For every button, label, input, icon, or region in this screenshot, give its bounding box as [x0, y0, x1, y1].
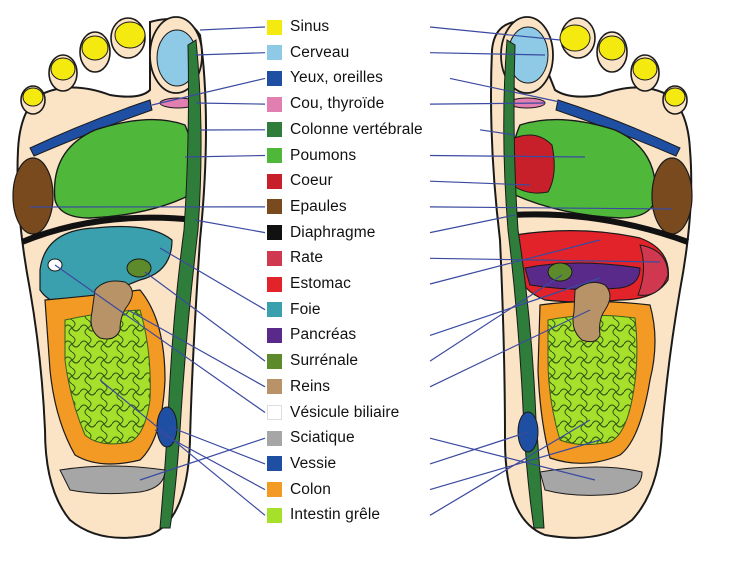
legend-item: Colon [267, 480, 331, 500]
legend-label: Intestin grêle [290, 506, 380, 524]
legend-item: Pancréas [267, 325, 356, 345]
legend-swatch [267, 199, 282, 214]
legend-swatch [267, 71, 282, 86]
legend-item: Cerveau [267, 43, 349, 63]
legend-swatch [267, 328, 282, 343]
legend-swatch [267, 405, 282, 420]
legend-swatch [267, 251, 282, 266]
legend-swatch [267, 379, 282, 394]
legend-label: Pancréas [290, 326, 356, 344]
legend-label: Vésicule biliaire [290, 404, 399, 422]
legend-item: Sinus [267, 17, 329, 37]
legend-label: Foie [290, 301, 321, 319]
legend-item: Intestin grêle [267, 505, 380, 525]
legend-swatch [267, 508, 282, 523]
legend-swatch [267, 20, 282, 35]
legend-item: Cou, thyroïde [267, 94, 384, 114]
legend-swatch [267, 122, 282, 137]
legend-label: Rate [290, 249, 323, 267]
legend-label: Cerveau [290, 44, 349, 62]
connector-line [200, 27, 265, 30]
right-sinus-2 [633, 58, 657, 80]
legend-swatch [267, 225, 282, 240]
left-foot [13, 17, 206, 538]
legend-label: Yeux, oreilles [290, 69, 383, 87]
legend-item: Rate [267, 248, 323, 268]
right-foot [491, 17, 692, 538]
left-sciatic-zone [60, 466, 165, 494]
legend-label: Cou, thyroïde [290, 95, 384, 113]
legend-label: Reins [290, 378, 330, 396]
legend-item: Poumons [267, 146, 356, 166]
legend-item: Vessie [267, 454, 336, 474]
legend-swatch [267, 302, 282, 317]
legend-swatch [267, 431, 282, 446]
legend-label: Colonne vertébrale [290, 121, 423, 139]
legend-swatch [267, 456, 282, 471]
legend-swatch [267, 174, 282, 189]
left-sinus-1 [23, 88, 43, 106]
connector-line [195, 53, 265, 55]
legend-label: Diaphragme [290, 224, 375, 242]
legend-item: Sciatique [267, 428, 355, 448]
legend-item: Diaphragme [267, 223, 375, 243]
legend-label: Poumons [290, 147, 356, 165]
legend-item: Vésicule biliaire [267, 403, 399, 423]
legend-item: Reins [267, 377, 330, 397]
left-sinus-4 [115, 22, 145, 48]
legend-label: Estomac [290, 275, 351, 293]
legend-swatch [267, 97, 282, 112]
right-sinus-3 [599, 36, 625, 60]
legend-label: Epaules [290, 198, 347, 216]
legend-label: Colon [290, 481, 331, 499]
legend-item: Estomac [267, 274, 351, 294]
left-shoulder-zone [13, 158, 53, 234]
legend-label: Sciatique [290, 429, 355, 447]
legend-item: Yeux, oreilles [267, 68, 383, 88]
legend-label: Surrénale [290, 352, 358, 370]
legend-item: Coeur [267, 171, 333, 191]
right-adrenal-zone [548, 263, 572, 281]
right-sinus-1 [665, 88, 685, 106]
legend-item: Surrénale [267, 351, 358, 371]
right-sciatic-zone [540, 467, 642, 495]
legend-label: Vessie [290, 455, 336, 473]
legend-swatch [267, 148, 282, 163]
right-shoulder-zone [652, 158, 692, 234]
legend-swatch [267, 45, 282, 60]
right-sinus-4 [560, 25, 590, 51]
legend-item: Epaules [267, 197, 347, 217]
legend-label: Sinus [290, 18, 329, 36]
legend-label: Coeur [290, 172, 333, 190]
legend-swatch [267, 354, 282, 369]
connector-line [195, 220, 265, 233]
legend-swatch [267, 482, 282, 497]
legend-swatch [267, 277, 282, 292]
legend-item: Foie [267, 300, 321, 320]
legend-item: Colonne vertébrale [267, 120, 423, 140]
left-sinus-3 [82, 36, 108, 60]
left-sinus-2 [51, 58, 75, 80]
